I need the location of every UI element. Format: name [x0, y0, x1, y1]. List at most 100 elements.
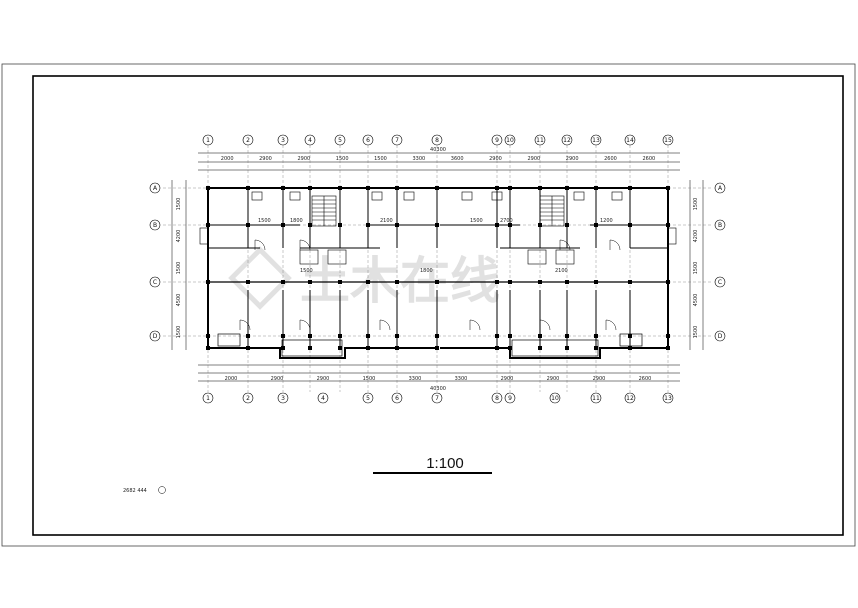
dimension-total-top: 40300 [430, 147, 446, 153]
dimension-text: 2900 [566, 156, 579, 162]
axis-bubble-bottom: 8 [491, 392, 503, 404]
dimension-text: 2600 [642, 156, 655, 162]
axis-bubble-top: 10 [504, 134, 516, 146]
dimension-text: 2000 [225, 376, 238, 382]
axis-bubble-top: 12 [561, 134, 573, 146]
structural-columns [206, 186, 670, 350]
dimension-text: 4200 [176, 230, 182, 243]
axis-bubble-top: 15 [662, 134, 674, 146]
note-label: 2682 444 [123, 488, 147, 494]
axis-bubble-top: 8 [431, 134, 443, 146]
room-dimension-tag: 2100 [380, 218, 393, 224]
room-dimension-tag: 2700 [500, 218, 513, 224]
axis-bubble-bottom: 4 [317, 392, 329, 404]
fixtures [199, 191, 677, 265]
svg-text:8: 8 [495, 395, 499, 402]
dimension-text: 3300 [409, 376, 422, 382]
interior-walls [208, 188, 668, 348]
axis-bubble-left: B [149, 219, 161, 231]
axis-bubble-left: A [149, 182, 161, 194]
axis-bubble-top: 9 [491, 134, 503, 146]
axis-bubble-bottom: 5 [362, 392, 374, 404]
axis-bubble-bottom: 13 [662, 392, 674, 404]
axis-bubble-bottom: 3 [277, 392, 289, 404]
dimension-text: 2600 [639, 376, 652, 382]
svg-text:8: 8 [435, 137, 439, 144]
top-dimension-lines [198, 152, 680, 171]
axis-bubble-top: 5 [334, 134, 346, 146]
axis-bubble-bottom: 7 [431, 392, 443, 404]
axis-bubble-left: C [149, 276, 161, 288]
dimension-text: 2900 [259, 156, 272, 162]
room-dimension-tag: 2100 [555, 268, 568, 274]
room-dimension-tag: 1800 [290, 218, 303, 224]
svg-text:5: 5 [338, 137, 342, 144]
watermark: 土木在线 [228, 246, 500, 310]
note-block: 2682 444 [123, 486, 166, 494]
axis-bubble-right: C [714, 276, 726, 288]
svg-text:2: 2 [246, 395, 250, 402]
door-swings [239, 239, 621, 331]
watermark-text: 土木在线 [300, 252, 500, 310]
axis-bubble-top: 2 [242, 134, 254, 146]
dimension-text: 4200 [693, 230, 699, 243]
axis-bubble-bottom: 11 [590, 392, 602, 404]
outer-border [1, 63, 856, 547]
dimension-text: 3300 [412, 156, 425, 162]
svg-text:11: 11 [592, 395, 600, 402]
axis-bubble-bottom: 6 [391, 392, 403, 404]
svg-text:5: 5 [366, 395, 370, 402]
axis-bubble-top: 14 [624, 134, 636, 146]
svg-text:15: 15 [664, 137, 672, 144]
svg-text:6: 6 [366, 137, 370, 144]
dimension-text: 4500 [693, 294, 699, 307]
svg-text:C: C [153, 279, 157, 286]
svg-text:9: 9 [508, 395, 512, 402]
axis-bubble-top: 6 [362, 134, 374, 146]
axis-bubble-top: 1 [202, 134, 214, 146]
dimension-text: 3600 [451, 156, 464, 162]
svg-text:C: C [718, 279, 722, 286]
dimension-text: 1500 [693, 262, 699, 275]
svg-text:10: 10 [506, 137, 514, 144]
dimension-texts: 2000 2900 2900 1500 1500 3300 3600 2900 2900 2900… [176, 147, 699, 392]
axis-bubble-right: D [714, 330, 726, 342]
dimension-text: 2900 [593, 376, 606, 382]
axis-bubble-top: 13 [590, 134, 602, 146]
dimension-text: 1500 [336, 156, 349, 162]
dimension-text: 1500 [693, 326, 699, 339]
dimension-text: 2000 [221, 156, 234, 162]
room-dimension-tag: 1500 [258, 218, 271, 224]
svg-text:9: 9 [495, 137, 499, 144]
room-dimension-tag: 1200 [600, 218, 613, 224]
bottom-dimension-lines [198, 364, 680, 382]
svg-text:1: 1 [206, 395, 210, 402]
dimension-text: 2900 [547, 376, 560, 382]
dimension-text: 2900 [489, 156, 502, 162]
dimension-total-bottom: 40300 [430, 386, 446, 392]
svg-text:13: 13 [592, 137, 600, 144]
axis-bubble-right: B [714, 219, 726, 231]
dimension-text: 4500 [176, 294, 182, 307]
svg-text:A: A [153, 185, 158, 192]
floor-plan [163, 145, 712, 392]
axis-bubble-left: D [149, 330, 161, 342]
svg-text:14: 14 [626, 137, 634, 144]
inner-frame [32, 75, 844, 536]
svg-text:B: B [718, 222, 722, 229]
svg-text:4: 4 [308, 137, 312, 144]
svg-text:11: 11 [536, 137, 544, 144]
room-dimension-tag: 1800 [420, 268, 433, 274]
stair-left [311, 195, 337, 227]
svg-text:3: 3 [281, 137, 285, 144]
svg-text:1: 1 [206, 137, 210, 144]
dimension-text: 1500 [176, 262, 182, 275]
dimension-text: 2900 [317, 376, 330, 382]
axis-bubble-right: A [714, 182, 726, 194]
scale-block: 1:100 [373, 455, 492, 474]
svg-text:7: 7 [395, 137, 399, 144]
balconies [217, 333, 643, 357]
svg-text:4: 4 [321, 395, 325, 402]
svg-text:10: 10 [551, 395, 559, 402]
svg-text:2: 2 [246, 137, 250, 144]
